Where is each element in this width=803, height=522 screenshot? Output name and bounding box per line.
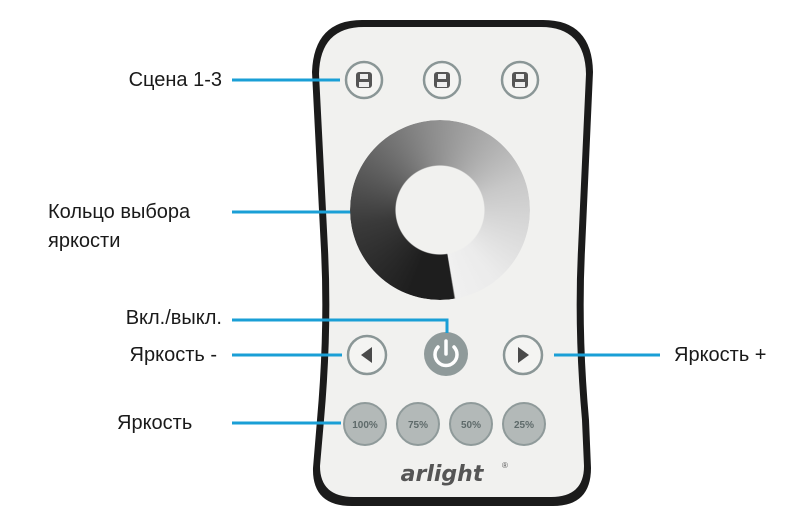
brightness-down-button[interactable] (346, 334, 388, 376)
floppy-disk-icon (434, 72, 450, 88)
label-brightness: Яркость (117, 412, 193, 434)
preset-button-75[interactable]: 75% (396, 402, 440, 446)
triangle-right-icon (518, 347, 529, 363)
brightness-ring[interactable] (350, 120, 530, 300)
label-scenes: Сцена 1-3 (128, 69, 222, 91)
scene-button-3[interactable] (500, 60, 540, 100)
preset-label: 75% (408, 420, 428, 431)
brightness-up-button[interactable] (502, 334, 544, 376)
floppy-disk-icon (356, 72, 372, 88)
callout-line-power (232, 318, 449, 333)
label-ring-line1: Кольцо выбора (48, 201, 191, 223)
scene-button-2[interactable] (422, 60, 462, 100)
preset-button-25[interactable]: 25% (502, 402, 546, 446)
power-button[interactable] (424, 332, 468, 376)
scene-button-1[interactable] (344, 60, 384, 100)
preset-button-50[interactable]: 50% (449, 402, 493, 446)
brand-logo: arlight (401, 462, 485, 487)
power-icon (433, 339, 459, 368)
registered-mark: ® (502, 461, 508, 470)
preset-label: 25% (514, 420, 534, 431)
preset-label: 50% (461, 420, 481, 431)
floppy-disk-icon (512, 72, 528, 88)
label-brightness-up: Яркость + (674, 344, 767, 366)
preset-label: 100% (352, 420, 378, 431)
label-power: Вкл./выкл. (125, 307, 222, 329)
preset-button-100[interactable]: 100% (343, 402, 387, 446)
triangle-left-icon (361, 347, 372, 363)
callout-lines (232, 78, 660, 425)
label-brightness-down: Яркость - (129, 344, 217, 366)
label-ring-line2: яркости (48, 230, 121, 252)
